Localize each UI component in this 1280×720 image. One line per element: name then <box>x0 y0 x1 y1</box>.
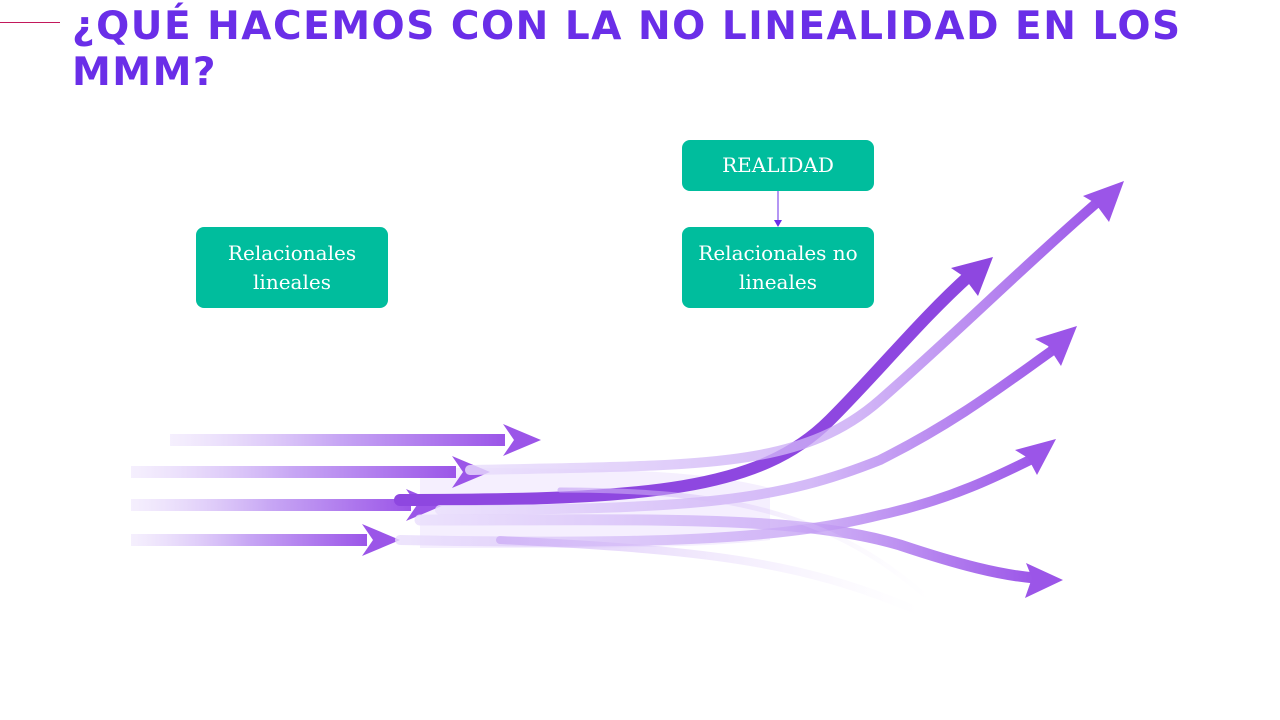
linear-relations-box: Relacionales lineales <box>196 227 388 308</box>
reality-box: REALIDAD <box>682 140 874 191</box>
accent-line <box>0 22 60 23</box>
nonlinear-relations-label: Relacionales no lineales <box>698 240 858 294</box>
nonlinear-strands <box>394 195 1105 616</box>
linear-relations-label: Relacionales lineales <box>227 240 357 294</box>
nonlinear-relations-box: Relacionales no lineales <box>682 227 874 308</box>
reality-label: REALIDAD <box>722 153 834 177</box>
slide-title: ¿QUÉ HACEMOS CON LA NO LINEALIDAD EN LOS… <box>72 4 1182 95</box>
realidad-connector <box>774 185 782 227</box>
nonlinear-arrowheads <box>951 181 1124 598</box>
